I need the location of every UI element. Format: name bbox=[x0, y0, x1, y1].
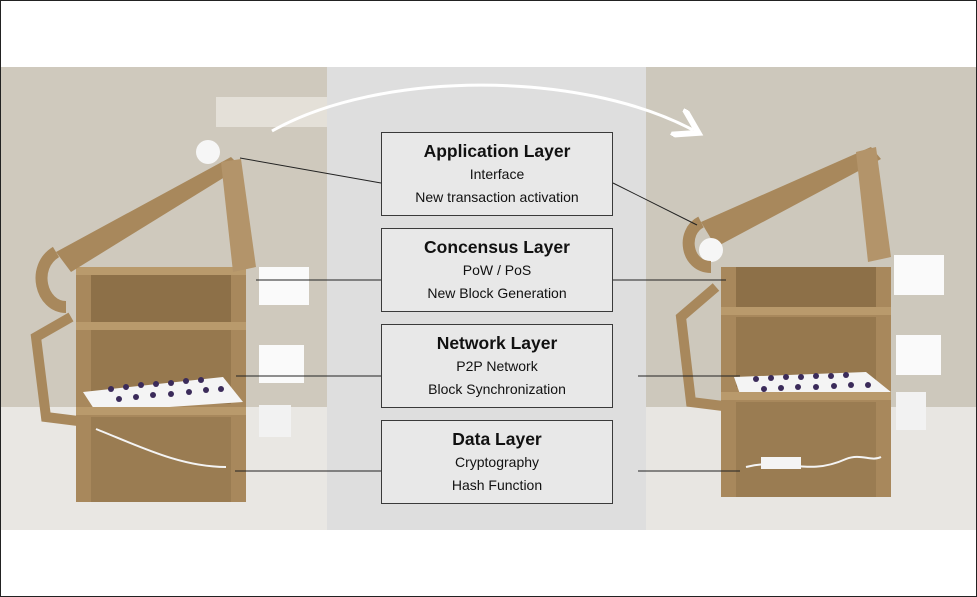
network-layer-box: Network Layer P2P Network Block Synchron… bbox=[381, 324, 613, 408]
layer-detail: New transaction activation bbox=[415, 189, 579, 205]
layer-detail: P2P Network bbox=[456, 358, 538, 374]
model-photo-left bbox=[1, 67, 327, 530]
layer-detail: Cryptography bbox=[454, 454, 540, 470]
layer-detail: Block Synchronization bbox=[428, 381, 566, 397]
consensus-layer-box: Concensus Layer PoW / PoS New Block Gene… bbox=[381, 228, 613, 312]
layer-title: Data Layer bbox=[452, 429, 542, 449]
model-photo-right bbox=[646, 67, 976, 530]
data-layer-box: Data Layer Cryptography Hash Function bbox=[381, 420, 613, 504]
layer-title: Network Layer bbox=[436, 333, 558, 353]
layer-title: Concensus Layer bbox=[424, 237, 570, 257]
application-layer-box: Application Layer Interface New transact… bbox=[381, 132, 613, 216]
layer-detail: PoW / PoS bbox=[462, 262, 532, 278]
layer-detail: Interface bbox=[469, 166, 525, 182]
layer-detail: Hash Function bbox=[451, 477, 543, 493]
layer-title: Application Layer bbox=[423, 141, 571, 161]
layer-detail: New Block Generation bbox=[427, 285, 567, 301]
